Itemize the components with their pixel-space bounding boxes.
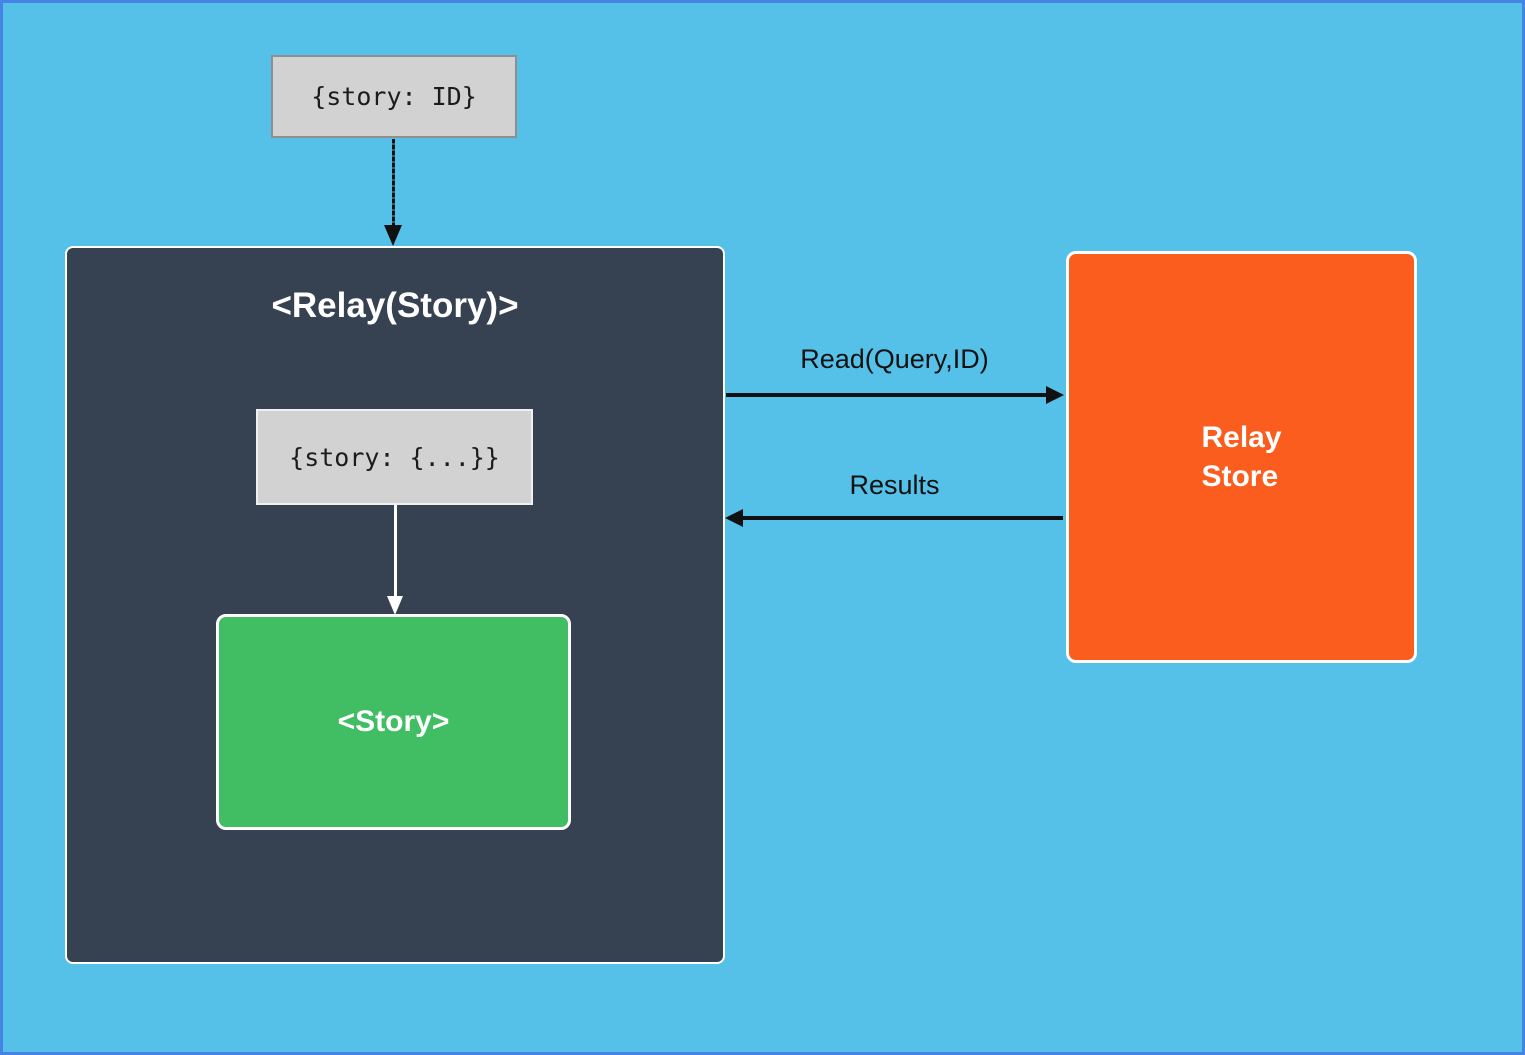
query-id-label: {story: ID} (311, 82, 477, 111)
arrow-props-to-story-head-icon (387, 596, 403, 615)
read-arrow-head-icon (1046, 386, 1064, 404)
relay-component-panel: <Relay(Story)> {story: {...}} <Story> (65, 246, 725, 964)
query-id-node: {story: ID} (271, 55, 517, 138)
read-arrow-label: Read(Query,ID) (800, 344, 989, 374)
read-arrow-line (726, 393, 1048, 397)
story-props-label: {story: {...}} (289, 442, 500, 472)
arrow-query-to-relay-head-icon (384, 225, 402, 246)
relay-component-title: <Relay(Story)> (271, 286, 519, 325)
results-arrow-head-icon (725, 509, 743, 527)
story-props-node: {story: {...}} (256, 409, 533, 505)
story-node: <Story> (216, 614, 571, 830)
arrow-props-to-story-line (394, 505, 397, 598)
story-node-label: <Story> (337, 705, 450, 738)
results-arrow-line (741, 516, 1063, 520)
arrow-query-to-relay-line (392, 139, 395, 226)
relay-store-label-line2: Store (1201, 460, 1279, 493)
results-arrow-label: Results (849, 470, 940, 500)
relay-store-node: Relay Store (1066, 251, 1417, 663)
relay-store-label-line1: Relay (1201, 421, 1282, 454)
relay-store-label: Relay Store (1201, 418, 1281, 496)
